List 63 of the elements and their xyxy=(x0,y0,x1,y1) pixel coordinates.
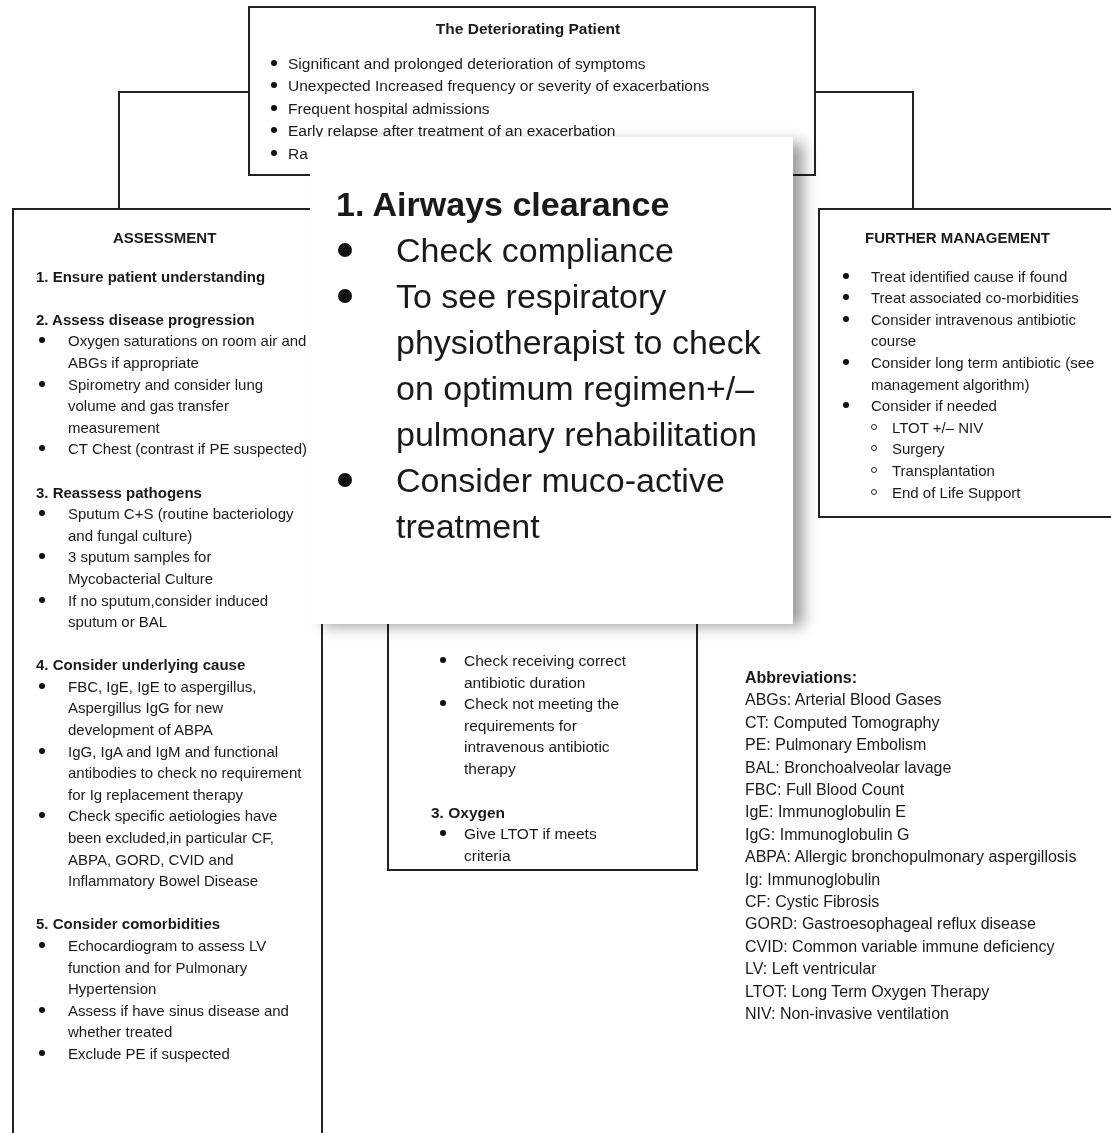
abbreviation-text: FBC: Full Blood Count xyxy=(745,781,905,799)
abbreviation-text: IgG: Immunoglobulin G xyxy=(745,825,910,843)
abbreviation-text: PE: Pulmonary Embolism xyxy=(745,736,927,754)
abbreviation-text: ABPA: Allergic bronchopulmonary aspergillosis xyxy=(745,848,1077,866)
numbered-heading: 1. Ensure patient understanding xyxy=(36,267,266,285)
list-item: Frequent hospital admissions xyxy=(288,98,491,119)
list-item: Treat associated co-morbidities xyxy=(871,288,1080,309)
list-item: Echocardiogram to assess LV function and for Pulmonary Hypertension xyxy=(68,936,268,1000)
list-item: 3 sputum samples for Mycobacterial Culture xyxy=(68,547,215,589)
list-item: Significant and prolonged deterioration of symptoms xyxy=(288,53,647,74)
abbreviation-text: NIV: Non-invasive ventilation xyxy=(745,1005,949,1023)
list-item: IgG, IgA and IgM and functional antibodies to check no requirement for Ig replacement therapy xyxy=(68,741,303,805)
abbreviation-text: LTOT: Long Term Oxygen Therapy xyxy=(745,982,990,1000)
list-item: If no sputum,consider induced sputum or BAL xyxy=(68,590,270,633)
list-item: Treat identified cause if found xyxy=(871,266,1069,287)
list-item: Check receiving correct antibiotic duration xyxy=(464,651,627,693)
list-item: Check not meeting the requirements for intravenous antibiotic therapy xyxy=(464,694,621,779)
process-box xyxy=(12,208,323,1133)
list-item: End of Life Support xyxy=(892,482,1022,503)
list-item: To see respiratory physiotherapist to check on optimum regimen+/– pulmonary rehabilitation xyxy=(396,276,762,455)
abbreviation-text: GORD: Gastroesophageal reflux disease xyxy=(745,915,1036,933)
numbered-heading: 2. Assess disease progression xyxy=(36,310,255,328)
list-item: Unexpected Increased frequency or severity of exacerbations xyxy=(288,76,711,97)
legend-heading: Abbreviations: xyxy=(745,669,857,686)
list-item: FBC, IgE, IgE to aspergillus, Aspergillus IgG for new development of ABPA xyxy=(68,676,258,741)
list-item: Assess if have sinus disease and whether treated xyxy=(68,1000,290,1043)
list-item: Transplantation xyxy=(892,460,996,481)
list-item: Oxygen saturations on room air and ABGs if appropriate xyxy=(68,331,307,373)
list-item: Early relapse after treatment of an exacerbation xyxy=(288,121,617,142)
abbreviation-text: CT: Computed Tomography xyxy=(745,713,940,731)
list-item: Spirometry and consider lung volume and gas transfer measurement xyxy=(68,374,265,438)
list-item: Consider intravenous antibiotic course xyxy=(871,309,1078,352)
abbreviation-text: CVID: Common variable immune deficiency xyxy=(745,937,1055,955)
abbreviation-text: LV: Left ventricular xyxy=(745,960,877,978)
list-item: Consider muco-active treatment xyxy=(396,460,726,547)
abbreviation-text: IgE: Immunoglobulin E xyxy=(745,803,906,821)
numbered-heading: 3. Oxygen xyxy=(431,803,506,821)
abbreviation-text: CF: Cystic Fibrosis xyxy=(745,893,880,911)
list-item: Exclude PE if suspected xyxy=(68,1043,231,1064)
list-item: CT Chest (contrast if PE suspected) xyxy=(68,439,307,460)
abbreviation-text: ABGs: Arterial Blood Gases xyxy=(745,691,942,709)
numbered-heading: 4. Consider underlying cause xyxy=(36,656,246,674)
numbered-heading: 5. Consider comorbidities xyxy=(36,915,221,933)
list-item: Consider if needed xyxy=(871,396,998,417)
abbreviation-text: Ig: Immunoglobulin xyxy=(745,870,881,888)
process-box xyxy=(818,208,1111,518)
numbered-heading: 3. Reassess pathogens xyxy=(36,483,202,501)
box-heading: The Deteriorating Patient xyxy=(434,19,622,39)
list-item: Check specific aetiologies have been excluded,in particular CF, ABPA, GORD, CVID and Inflammatory Bowel Disease xyxy=(68,806,279,892)
list-item: Ra xyxy=(288,143,309,164)
list-item: Give LTOT if meets criteria xyxy=(464,824,598,866)
list-item: Consider long term antibiotic (see management algorithm) xyxy=(871,352,1096,395)
list-item: Surgery xyxy=(892,439,946,460)
box-heading: FURTHER MANAGEMENT xyxy=(865,228,1051,248)
connector-line xyxy=(118,91,249,209)
popup-panel xyxy=(310,137,793,624)
list-item: LTOT +/– NIV xyxy=(892,417,985,438)
numbered-heading: 1. Airways clearance xyxy=(336,185,670,223)
list-item: Check compliance xyxy=(396,230,675,271)
box-heading: ASSESSMENT xyxy=(113,228,218,248)
connector-line xyxy=(815,91,914,209)
list-item: Sputum C+S (routine bacteriology and fungal culture) xyxy=(68,504,295,546)
abbreviation-text: BAL: Bronchoalveolar lavage xyxy=(745,758,952,776)
